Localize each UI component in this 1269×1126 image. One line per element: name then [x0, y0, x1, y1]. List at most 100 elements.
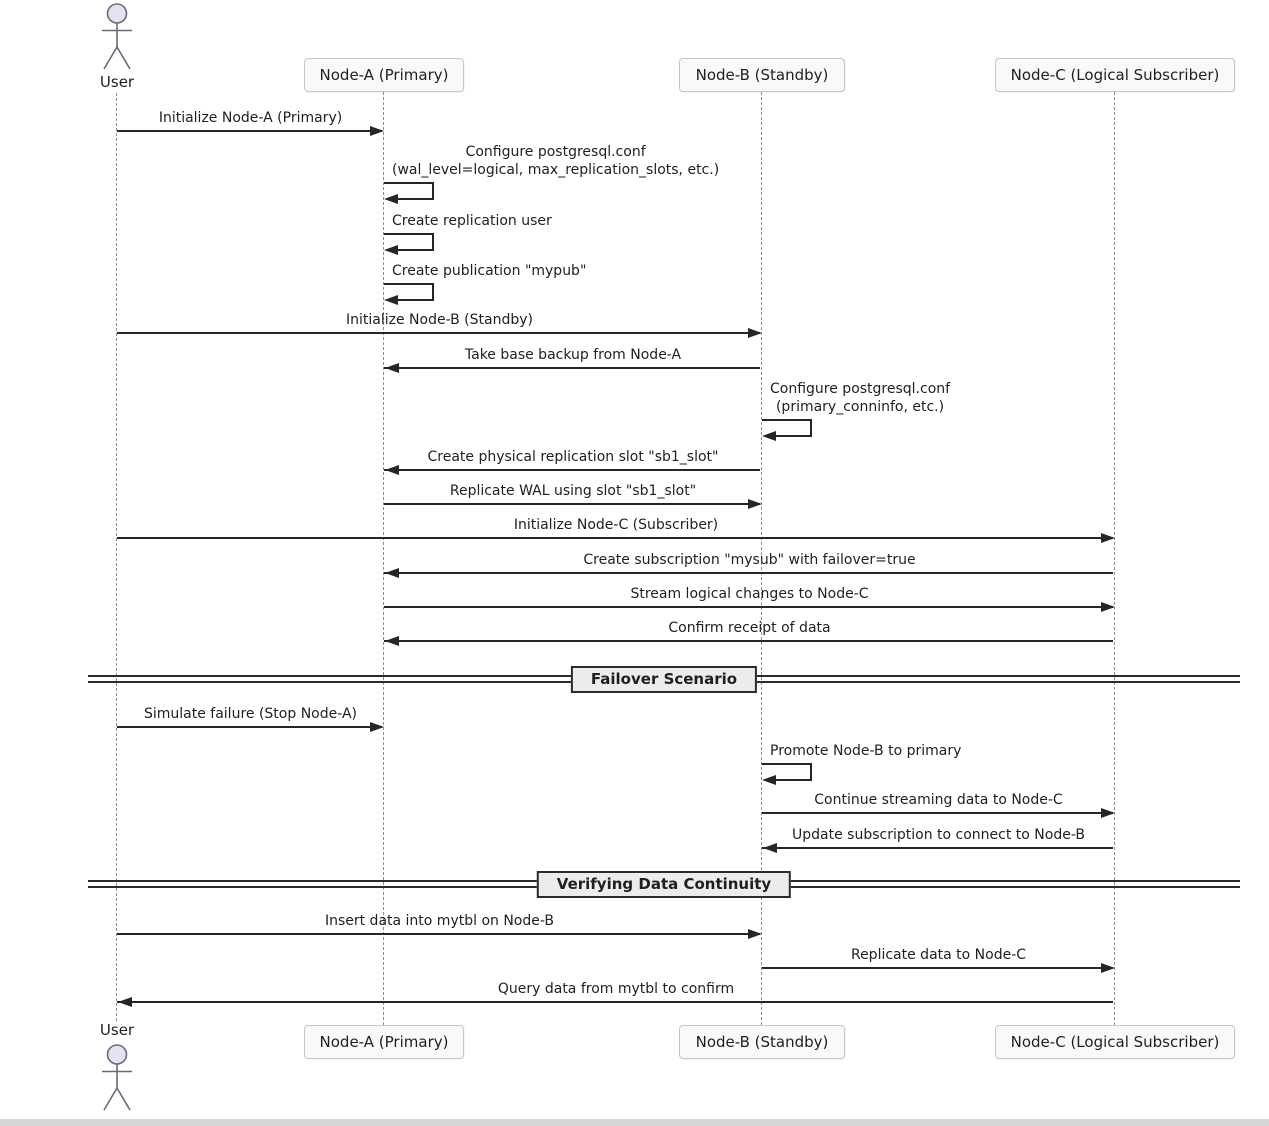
lifeline-nodeA: [383, 92, 385, 1025]
lifeline-nodeB: [761, 92, 763, 1025]
message-label: Continue streaming data to Node-C: [814, 792, 1063, 808]
message-label: Confirm receipt of data: [668, 620, 831, 636]
message-label: Initialize Node-C (Subscriber): [513, 517, 719, 533]
arrowhead-right-icon: [1100, 602, 1115, 612]
actor-name-top: User: [99, 73, 135, 91]
arrowhead-left-icon: [762, 843, 777, 853]
self-message-label: Configure postgresql.conf (wal_level=logi…: [392, 143, 719, 179]
message-line: [762, 812, 1113, 814]
divider-title: Verifying Data Continuity: [536, 870, 792, 898]
divider-title: Failover Scenario: [570, 665, 758, 693]
participant-label: Node-C (Logical Subscriber): [1010, 1033, 1220, 1051]
message-line: [117, 726, 382, 728]
participant-box-nodeA-top: Node-A (Primary): [304, 58, 464, 92]
participant-box-nodeC-bottom: Node-C (Logical Subscriber): [995, 1025, 1235, 1059]
self-loop-top: [762, 763, 810, 765]
arrowhead-right-icon: [1100, 963, 1115, 973]
arrowhead-left-icon: [384, 636, 399, 646]
self-message-label: Create publication "mypub": [392, 262, 586, 280]
participant-label: Node-A (Primary): [319, 1033, 449, 1051]
self-loop-top: [384, 283, 432, 285]
self-loop-right: [810, 763, 812, 779]
arrowhead-right-icon: [1100, 533, 1115, 543]
message-line: [117, 537, 1113, 539]
actor-figure-bottom: [95, 1040, 139, 1116]
arrowhead-right-icon: [747, 328, 762, 338]
self-message-line-text: Create replication user: [392, 213, 552, 229]
arrowhead-right-icon: [369, 722, 384, 732]
self-loop-right: [810, 419, 812, 435]
message-line: [117, 1001, 1113, 1003]
self-loop-right: [432, 233, 434, 249]
participant-label: Node-B (Standby): [695, 66, 829, 84]
message-label: Update subscription to connect to Node-B: [792, 827, 1085, 843]
self-loop-right: [432, 182, 434, 198]
message-line: [762, 967, 1113, 969]
arrowhead-left-icon: [384, 568, 399, 578]
message-label: Insert data into mytbl on Node-B: [324, 913, 555, 929]
arrowhead-left-icon: [384, 244, 398, 255]
lifeline-user: [116, 93, 118, 1021]
self-message-label: Create replication user: [392, 212, 552, 230]
message-line: [117, 933, 760, 935]
message-line: [384, 572, 1113, 574]
lifeline-nodeC: [1114, 92, 1116, 1025]
arrowhead-left-icon: [762, 774, 776, 785]
message-line: [384, 469, 760, 471]
message-label: Simulate failure (Stop Node-A): [143, 706, 358, 722]
stick-figure-icon: [102, 1044, 132, 1111]
self-message-label: Promote Node-B to primary: [770, 742, 961, 760]
message-label: Query data from mytbl to confirm: [497, 981, 735, 997]
self-loop-top: [384, 233, 432, 235]
arrowhead-left-icon: [384, 193, 398, 204]
message-line: [384, 503, 760, 505]
self-message-line-text: (wal_level=logical, max_replication_slot…: [392, 162, 720, 178]
participant-box-nodeB-bottom: Node-B (Standby): [679, 1025, 845, 1059]
message-label: Replicate data to Node-C: [850, 947, 1027, 963]
self-message-label: Configure postgresql.conf (primary_connin…: [770, 380, 950, 416]
arrowhead-left-icon: [762, 430, 776, 441]
participant-box-nodeC-top: Node-C (Logical Subscriber): [995, 58, 1235, 92]
self-message-line-text: Configure postgresql.conf: [770, 381, 951, 397]
self-loop-bottom: [397, 249, 434, 251]
self-loop-bottom: [397, 299, 434, 301]
message-label: Initialize Node-B (Standby): [346, 312, 533, 328]
self-loop-bottom: [775, 435, 812, 437]
participant-label: Node-C (Logical Subscriber): [1010, 66, 1220, 84]
self-loop-bottom: [397, 198, 434, 200]
message-line: [384, 367, 760, 369]
message-line: [117, 332, 760, 334]
message-line: [117, 130, 382, 132]
self-message-line-text: Create publication "mypub": [392, 263, 587, 279]
message-label: Initialize Node-A (Primary): [158, 110, 343, 126]
actor-name-bottom: User: [99, 1021, 135, 1039]
stick-figure-icon: [102, 3, 132, 70]
arrowhead-right-icon: [747, 499, 762, 509]
arrowhead-right-icon: [1100, 808, 1115, 818]
self-loop-top: [762, 419, 810, 421]
arrowhead-right-icon: [369, 126, 384, 136]
participant-box-nodeB-top: Node-B (Standby): [679, 58, 845, 92]
self-message-line-text: Promote Node-B to primary: [770, 743, 962, 759]
self-loop-right: [432, 283, 434, 299]
arrowhead-right-icon: [747, 929, 762, 939]
message-line: [762, 847, 1113, 849]
arrowhead-left-icon: [384, 363, 399, 373]
message-label: Create subscription "mysub" with failove…: [583, 552, 916, 568]
self-message-line-text: (primary_conninfo, etc.): [775, 399, 945, 415]
message-label: Replicate WAL using slot "sb1_slot": [449, 483, 697, 499]
participant-box-nodeA-bottom: Node-A (Primary): [304, 1025, 464, 1059]
actor-figure-top: [95, 3, 139, 71]
arrowhead-left-icon: [117, 997, 132, 1007]
message-label: Create physical replication slot "sb1_sl…: [427, 449, 719, 465]
message-label: Take base backup from Node-A: [464, 347, 682, 363]
self-loop-top: [384, 182, 432, 184]
participant-label: Node-B (Standby): [695, 1033, 829, 1051]
message-line: [384, 606, 1113, 608]
message-label: Stream logical changes to Node-C: [630, 586, 869, 602]
message-line: [384, 640, 1113, 642]
bottom-edge-bar: [0, 1119, 1269, 1126]
self-message-line-text: Configure postgresql.conf: [465, 144, 646, 160]
arrowhead-left-icon: [384, 294, 398, 305]
